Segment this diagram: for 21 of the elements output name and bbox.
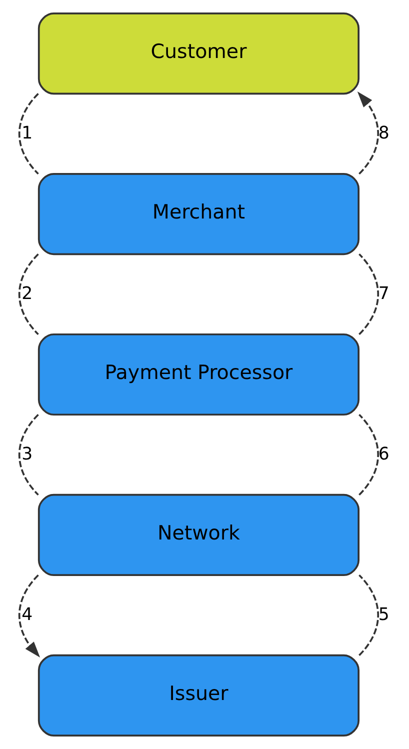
arrow — [18, 574, 40, 658]
edge-label: 5 — [378, 604, 390, 625]
edge-label: 6 — [378, 444, 390, 464]
edge-label: 3 — [22, 444, 33, 464]
connector — [18, 254, 39, 335]
node-box: Payment Processor — [38, 333, 360, 416]
node-box: Network — [38, 494, 360, 576]
arrow — [357, 92, 379, 175]
connector — [358, 414, 379, 496]
connector — [18, 93, 39, 175]
connector — [358, 574, 379, 656]
edge-label: 1 — [22, 123, 33, 144]
edge-label: 2 — [22, 284, 33, 304]
node-box: Customer — [38, 12, 360, 95]
connector — [358, 254, 379, 335]
edge-label: 8 — [378, 123, 390, 144]
node-box: Merchant — [38, 172, 360, 256]
connector — [18, 414, 39, 496]
edge-label: 4 — [22, 604, 33, 625]
node-box: Issuer — [38, 654, 360, 736]
edge-label: 7 — [378, 284, 390, 304]
